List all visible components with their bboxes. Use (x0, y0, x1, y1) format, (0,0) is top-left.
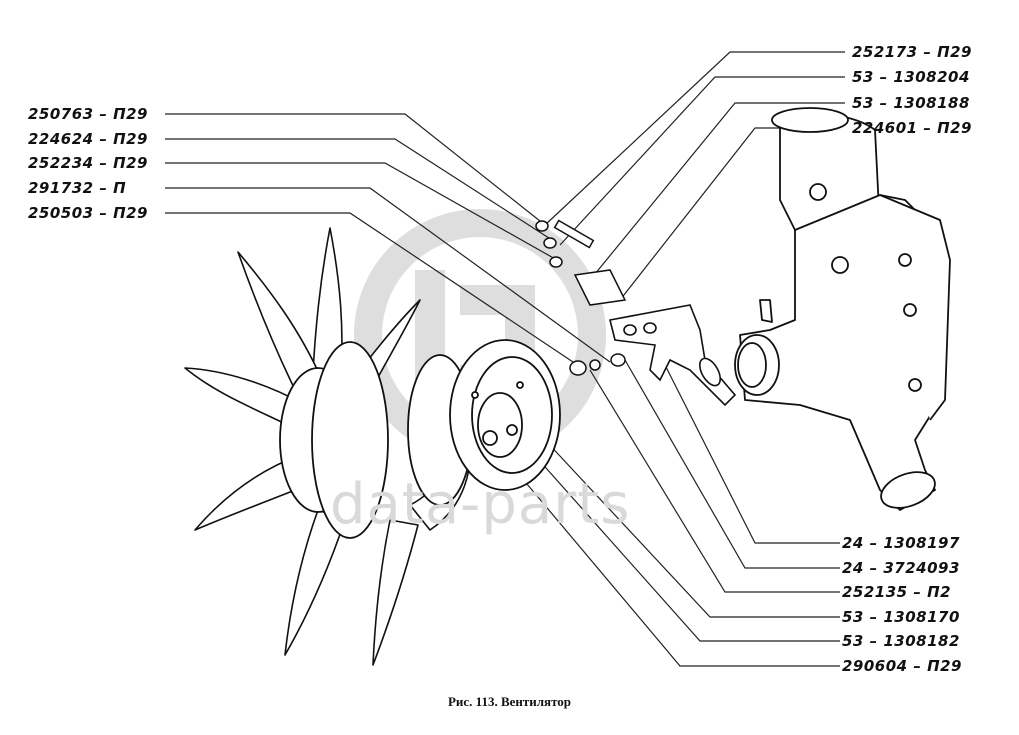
fan-hub (279, 339, 561, 539)
part-label-24-1308197: 24 – 1308197 (842, 534, 960, 552)
leader-lines (165, 51, 845, 667)
part-label-290604: 290604 – П29 (842, 657, 962, 675)
fasteners (535, 219, 627, 376)
part-label-53-1308182: 53 – 1308182 (842, 632, 960, 650)
part-label-24-3724093: 24 – 3724093 (842, 559, 960, 577)
watermark-text: data-parts (330, 472, 631, 537)
part-label-53-1308188: 53 – 1308188 (852, 94, 970, 112)
part-label-252135: 252135 – П2 (842, 583, 952, 601)
water-pump (734, 107, 951, 511)
part-label-224601: 224601 – П29 (852, 119, 972, 137)
part-label-53-1308204: 53 – 1308204 (852, 68, 970, 86)
part-label-252173: 252173 – П29 (852, 43, 972, 61)
part-label-250503: 250503 – П29 (28, 204, 148, 222)
part-label-224624: 224624 – П29 (28, 130, 148, 148)
figure-caption: Рис. 113. Вентилятор (447, 694, 572, 709)
part-label-53-1308170: 53 – 1308170 (842, 608, 960, 626)
part-label-250763: 250763 – П29 (28, 105, 148, 123)
tension-bracket (609, 304, 737, 407)
part-label-252234: 252234 – П29 (28, 154, 148, 172)
part-label-291732: 291732 – П (28, 179, 127, 197)
